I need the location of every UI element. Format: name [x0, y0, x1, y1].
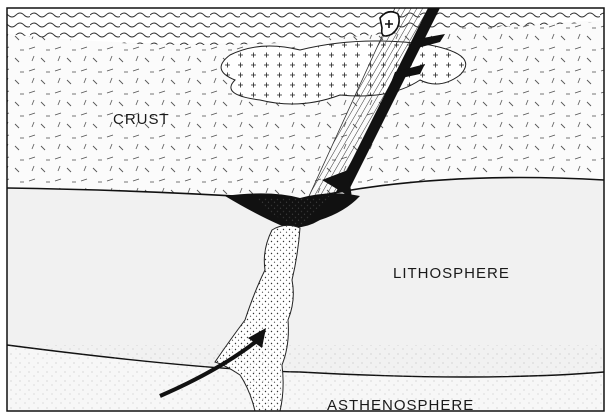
asthenosphere-dots [7, 345, 604, 411]
crust-texture [7, 20, 604, 200]
label-lithosphere: LITHOSPHERE [393, 265, 510, 282]
label-crust: CRUST [113, 111, 170, 128]
